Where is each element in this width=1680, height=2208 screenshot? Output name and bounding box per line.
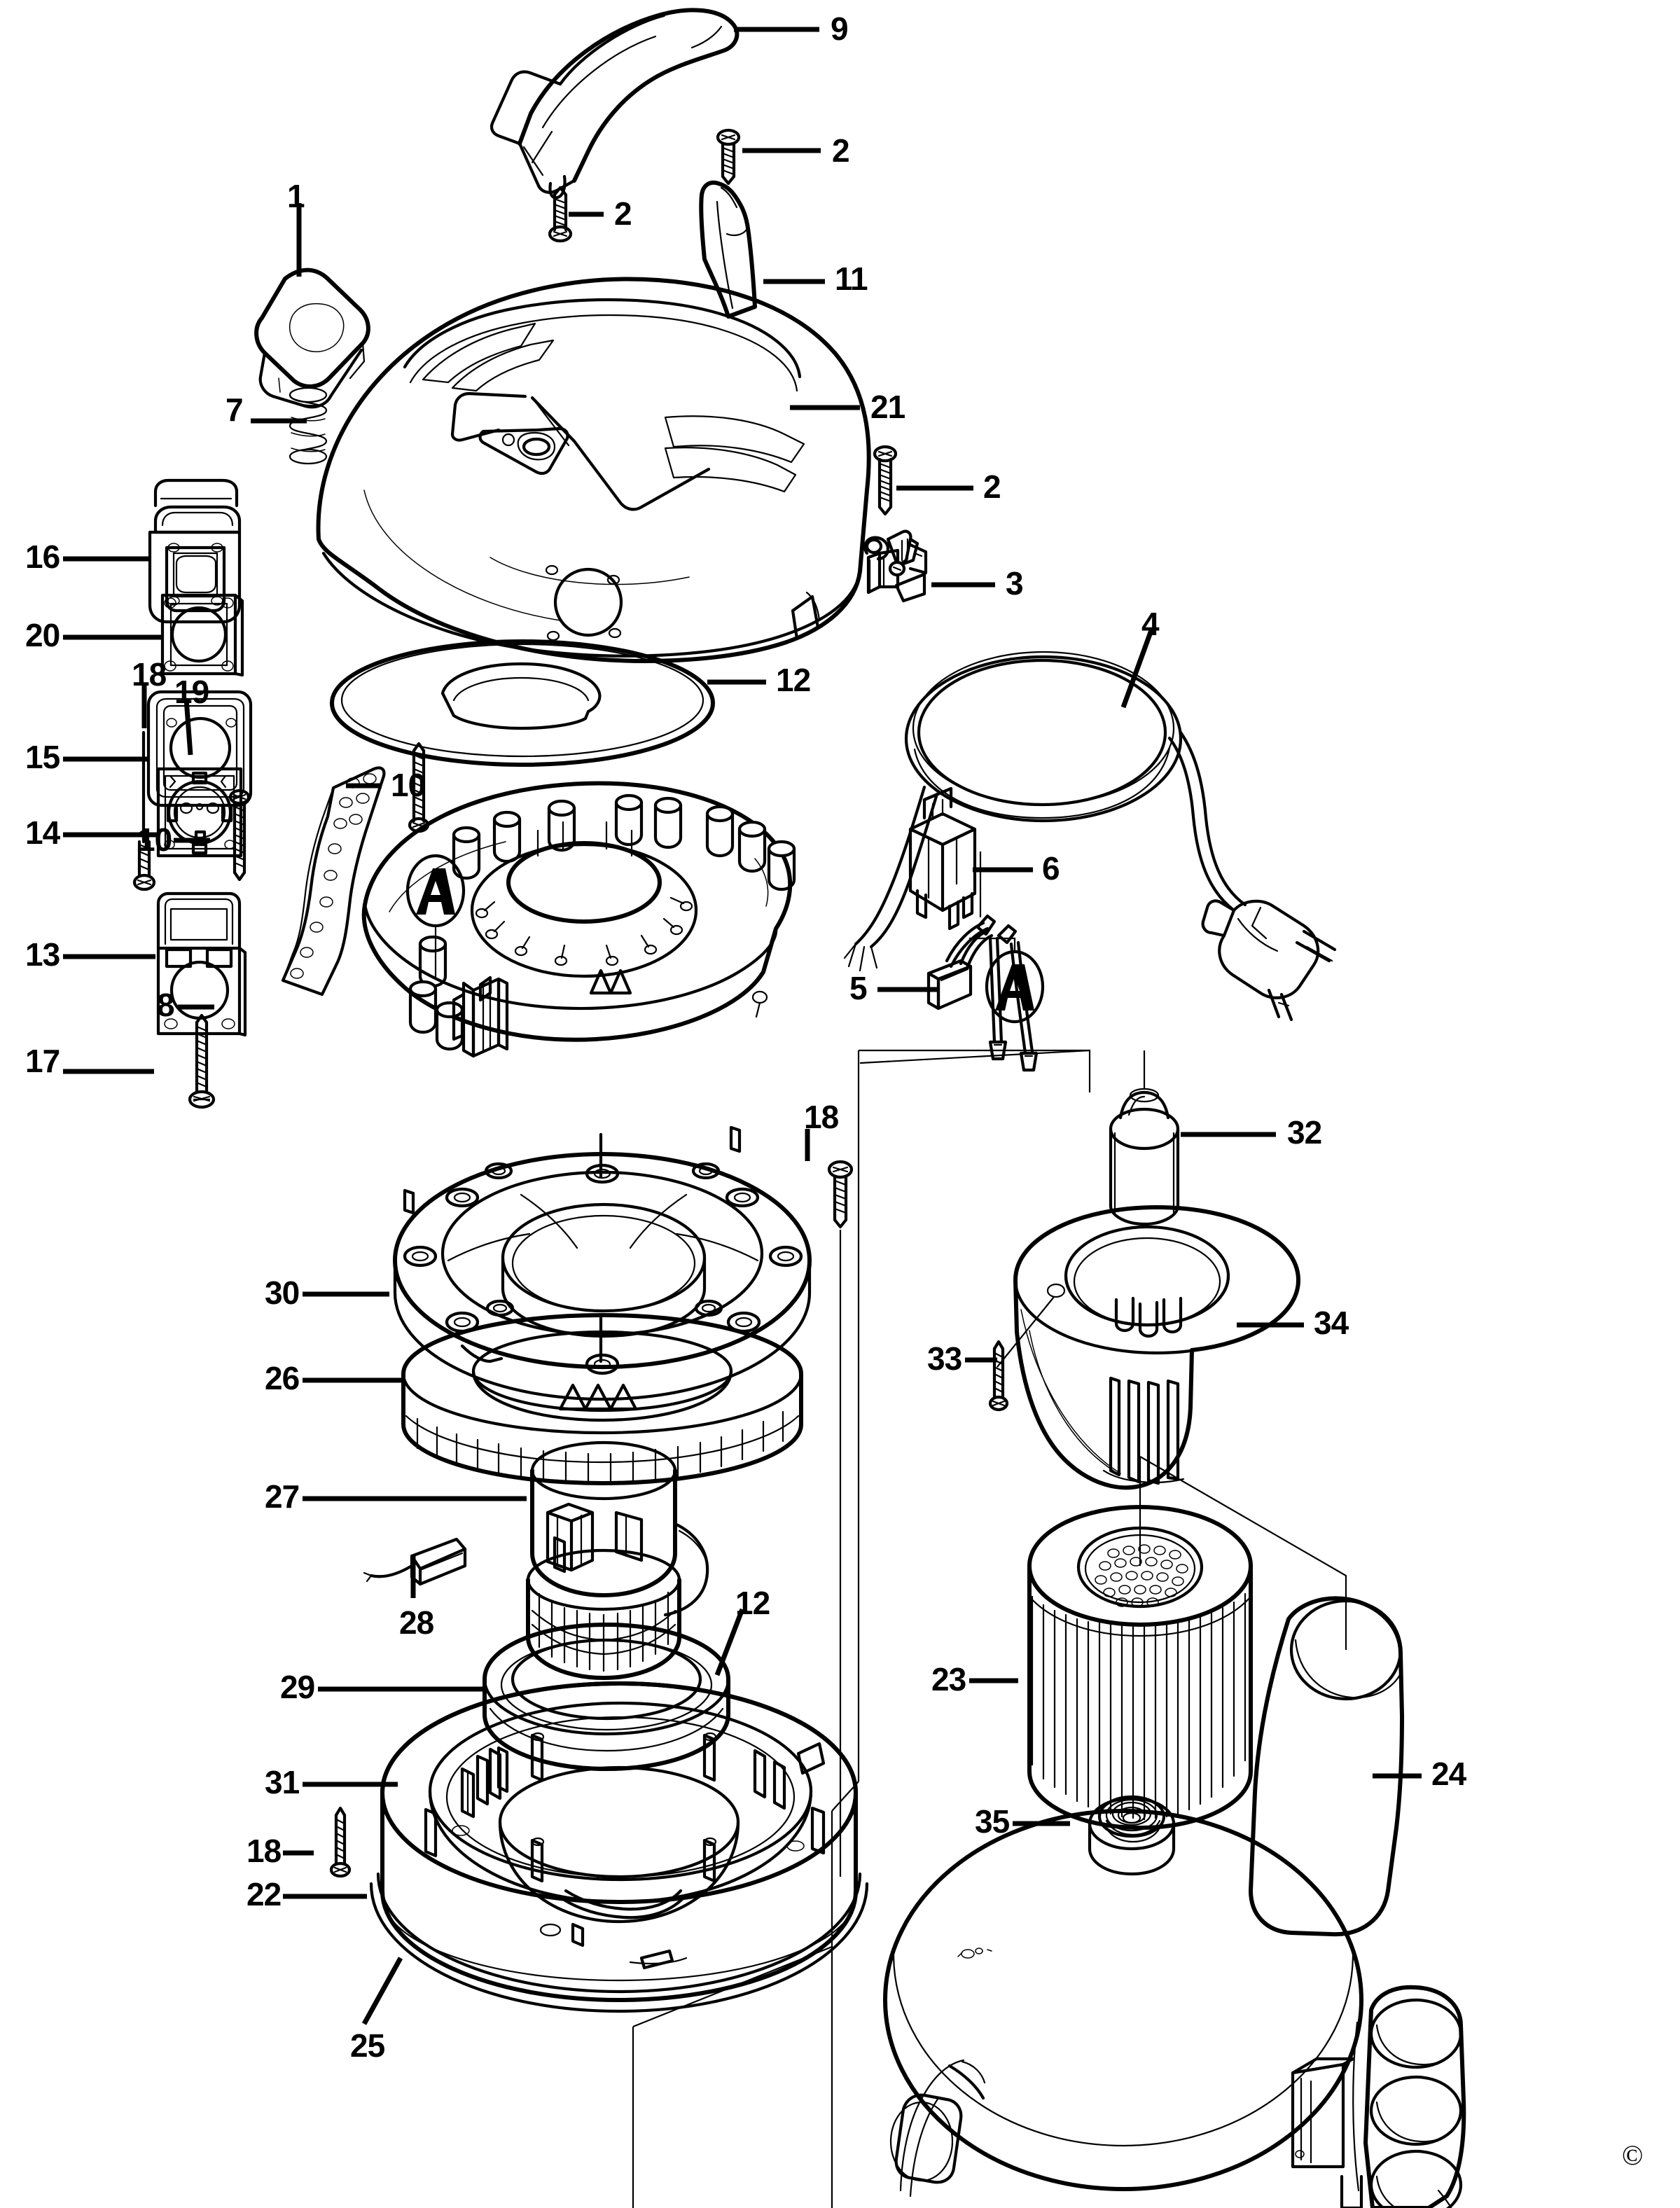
callout-number-30: 30: [265, 1275, 300, 1311]
callout-number-15: 15: [25, 739, 60, 775]
callout-number-6: 6: [1042, 850, 1060, 887]
callout-number-7: 7: [225, 391, 244, 428]
callout-number-2: 2: [832, 132, 850, 169]
callout-number-8: 8: [157, 987, 175, 1023]
part-10-screw-upper: [408, 742, 430, 833]
callout-number-24: 24: [1431, 1756, 1466, 1792]
part-3-cable-clamp: [863, 529, 928, 603]
callout-number-18: 18: [132, 656, 167, 693]
part-13-socket-cover-flap: [156, 891, 247, 1037]
part-33-small-screw: [988, 1340, 1009, 1412]
callout-number-31: 31: [265, 1764, 300, 1800]
part-27-motor-assembly: [526, 1440, 709, 1680]
part-24-foam-filter-sleeve: [1139, 1456, 1404, 1937]
callout-number-9: 9: [831, 11, 849, 47]
callout-number-32: 32: [1287, 1114, 1322, 1151]
part-29-motor-mount-gasket: [483, 1623, 730, 1771]
part-2-screw-top: [716, 128, 741, 186]
part-17-long-screw: [188, 1013, 216, 1109]
callout-number-29: 29: [280, 1669, 315, 1705]
part-30-motor-retaining-flange: [393, 1125, 812, 1401]
callout-number-3: 3: [1006, 565, 1024, 602]
section-divider: [632, 1049, 1091, 2208]
section-marker-a-left: [405, 854, 466, 979]
callout-number-19: 19: [174, 674, 209, 710]
callout-number-18: 18: [804, 1099, 839, 1135]
callout-number-1: 1: [287, 178, 305, 214]
callout-number-21: 21: [870, 389, 905, 425]
part-20-socket-mounting-plate: [160, 593, 244, 677]
callout-number-2: 2: [983, 468, 1001, 505]
part-4-power-cord: [843, 651, 1337, 1022]
callout-number-17: 17: [25, 1043, 60, 1079]
callout-number-12: 12: [776, 662, 811, 698]
callout-number-2: 2: [614, 195, 632, 232]
part-2-screw-handle: [548, 186, 573, 243]
callout-number-16: 16: [25, 539, 60, 575]
part-12-gasket-upper: [330, 639, 715, 767]
callout-number-34: 34: [1314, 1305, 1349, 1341]
callout-number-20: 20: [25, 617, 60, 653]
copyright-icon: ©: [1622, 2139, 1644, 2171]
callout-number-25: 25: [350, 2027, 385, 2064]
callout-number-12: 12: [735, 1585, 770, 1621]
part-18-screw-middle: [827, 1160, 854, 1877]
callout-number-13: 13: [25, 936, 60, 973]
part-8-motor-support-plate: [361, 781, 796, 1058]
callout-number-18: 18: [247, 1833, 282, 1869]
part-34-float-cage-housing: [997, 1205, 1300, 1490]
part-15-socket-housing-frame: [146, 690, 253, 807]
callout-number-23: 23: [931, 1661, 966, 1697]
callout-number-27: 27: [265, 1478, 300, 1515]
part-5-wiring-harness: [926, 852, 1039, 1072]
callout-number-35: 35: [975, 1803, 1010, 1840]
section-marker-a-right: [969, 937, 1045, 1024]
callout-number-28: 28: [399, 1604, 434, 1641]
part-6-rocker-switch: [908, 786, 977, 931]
part-31-motor-bowl-housing: [369, 1681, 869, 2013]
part-18-screw-bowl: [329, 1806, 352, 1878]
part-28-carbon-brush: [363, 1537, 467, 1586]
callout-number-10: 10: [137, 821, 172, 858]
callout-number-10: 10: [391, 767, 426, 803]
part-9-carry-handle: [490, 8, 740, 200]
part-18-screw-left: [132, 730, 156, 891]
callout-number-33: 33: [927, 1340, 962, 1377]
callout-number-11: 11: [835, 261, 868, 297]
part-7-spring: [289, 387, 328, 465]
part-23-cartridge-filter: [1027, 1457, 1253, 1830]
part-35-tank-inlet-and-tank: [883, 1795, 1466, 2208]
part-32-float-ball: [1109, 1050, 1180, 1226]
callout-number-5: 5: [849, 970, 868, 1006]
part-19-mounting-strap: [281, 766, 386, 997]
part-1-end-cap: [254, 268, 370, 409]
part-26-motor-cover-ring: [401, 1313, 803, 1485]
part-21-upper-housing-dome: [316, 277, 871, 663]
callout-number-14: 14: [25, 814, 60, 851]
callout-number-4: 4: [1141, 606, 1160, 642]
part-2-screw-clamp: [873, 445, 898, 516]
callout-number-22: 22: [247, 1876, 282, 1912]
callout-number-26: 26: [265, 1360, 300, 1396]
